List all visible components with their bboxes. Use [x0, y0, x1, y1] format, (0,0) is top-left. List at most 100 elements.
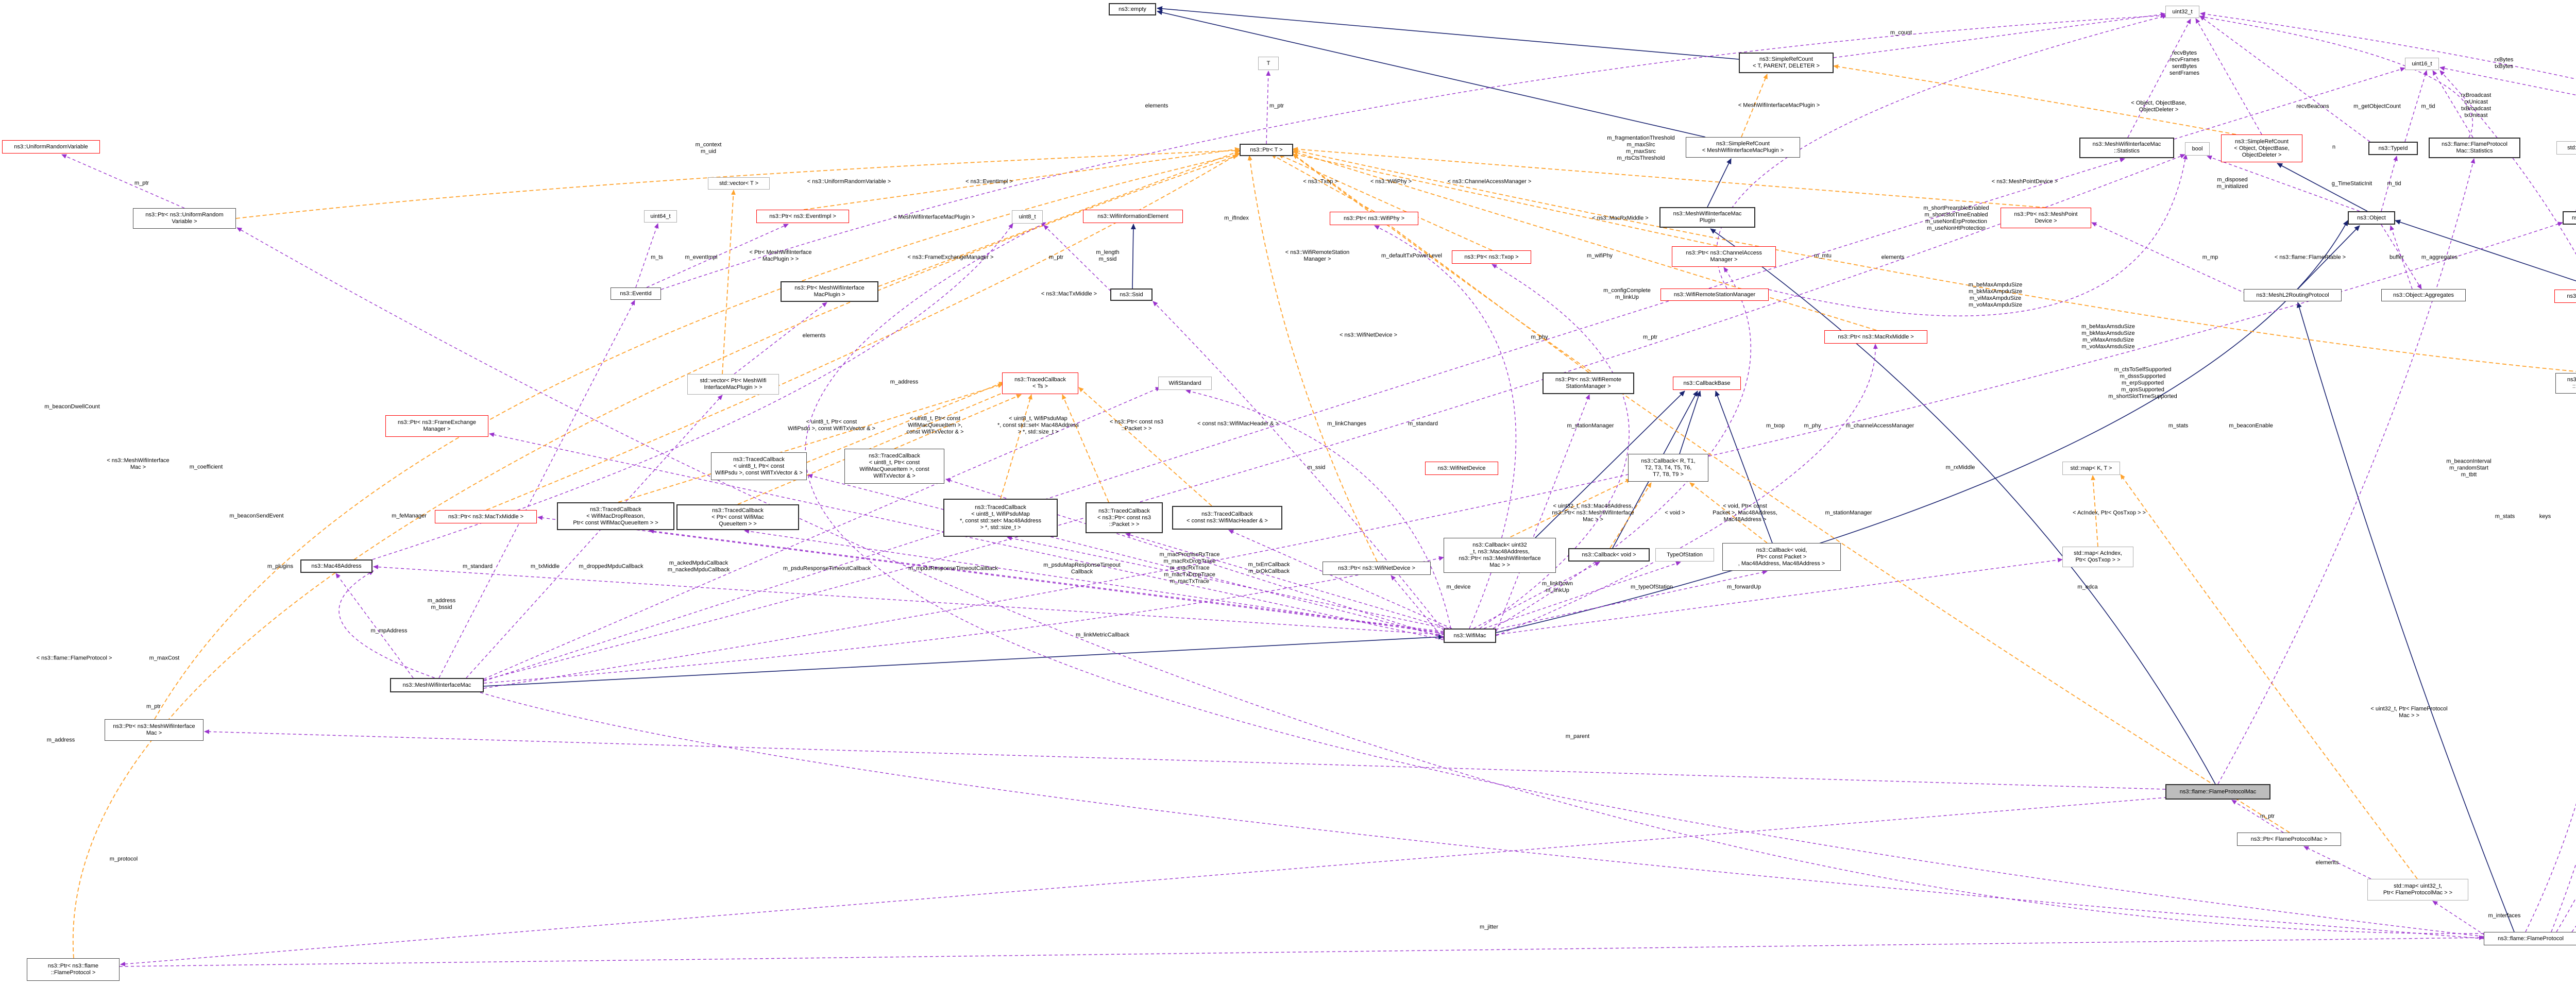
edge-label-line: m_beaconSendEvent — [229, 513, 284, 519]
class-node-label: Ptr< QosTxop > > — [2075, 557, 2121, 563]
edge-label-line: WifiPsdu >, const WifiTxVector & > — [788, 426, 875, 432]
class-node-mws[interactable]: ns3::MeshWifiInterfaceMac::Statistics — [2079, 138, 2174, 158]
class-node-label: T — [1266, 60, 1270, 66]
class-node-uint64[interactable]: uint64_t — [644, 210, 677, 223]
class-node-t[interactable]: T — [1258, 57, 1279, 70]
relation-edge-p — [2199, 15, 2473, 138]
class-node-empty[interactable]: ns3::empty — [1109, 3, 1156, 15]
relation-edge-b — [2395, 219, 2576, 282]
class-node-ptr-fp[interactable]: ns3::Ptr< ns3::flame::FlameProtocol > — [27, 958, 120, 981]
edge-label: m_stationManager — [1825, 510, 1872, 517]
edge-label-line: m_txOkCallback — [1248, 568, 1290, 574]
class-node-label: std::vector< Ptr< MeshWifi — [700, 378, 767, 384]
edge-label: m_stats — [2495, 514, 2515, 520]
edge-label-line: m_shortPreambleEnabled — [1923, 205, 1989, 211]
class-node-ptr-eventimpl[interactable]: ns3::Ptr< ns3::EventImpl > — [756, 210, 849, 223]
edge-label-line: txUnicast — [2464, 112, 2488, 118]
class-node-fp[interactable]: ns3::flame::FlameProtocol — [2484, 932, 2576, 945]
class-node-tc-drop[interactable]: ns3::TracedCallback< WifiMacDropReason,P… — [557, 502, 674, 530]
class-node-cbbase[interactable]: ns3::CallbackBase — [1673, 377, 1741, 390]
class-node-label: MacPlugin > — [814, 292, 845, 298]
class-node-time[interactable]: ns3::Time — [2563, 211, 2576, 225]
class-node-ptr-fpm[interactable]: ns3::Ptr< FlameProtocolMac > — [2237, 833, 2341, 846]
class-node-wrsm[interactable]: ns3::WifiRemoteStationManager — [1660, 288, 1769, 301]
class-node-src-mwimp[interactable]: ns3::SimpleRefCount< MeshWifiInterfaceMa… — [1686, 137, 1800, 158]
class-node-cb-u32[interactable]: ns3::Callback< uint32_t, ns3::Mac48Addre… — [1444, 538, 1556, 573]
edge-label-line: m_device — [1446, 584, 1471, 590]
class-node-label: Ptr< const WifiMacQueueItem > > — [573, 519, 658, 526]
class-node-mac48[interactable]: ns3::Mac48Address — [300, 559, 372, 573]
class-node-bool[interactable]: bool — [2185, 142, 2210, 156]
class-node-tc-hdr[interactable]: ns3::TracedCallback< const ns3::WifiMacH… — [1172, 506, 1282, 530]
class-node-ptr-frt[interactable]: ns3::Ptr< ns3::flame::FlameRtable > — [2555, 373, 2576, 394]
edge-label-line: m_viMaxAmpduSize — [1969, 295, 2022, 301]
class-node-label: ns3::TypeId — [2378, 145, 2408, 151]
class-node-frtable[interactable]: ns3::flame::FlameRtable — [2554, 290, 2576, 303]
class-node-wie[interactable]: ns3::WifiInformationElement — [1083, 210, 1183, 223]
class-node-urv[interactable]: ns3::UniformRandomVariable — [2, 140, 100, 154]
class-node-typeid[interactable]: ns3::TypeId — [2368, 142, 2418, 155]
class-node-map-kt[interactable]: std::map< K, T > — [2062, 462, 2120, 475]
class-node-ptr-mrm[interactable]: ns3::Ptr< ns3::MacRxMiddle > — [1824, 330, 1927, 344]
class-node-ptr-wnd[interactable]: ns3::Ptr< ns3::WifiNetDevice > — [1323, 562, 1431, 575]
class-node-mwim[interactable]: ns3::MeshWifiInterfaceMac — [390, 678, 484, 692]
class-node-src-t[interactable]: ns3::SimpleRefCount< T, PARENT, DELETER … — [1739, 53, 1834, 73]
class-node-ptr-wifiphy[interactable]: ns3::Ptr< ns3::WifiPhy > — [1330, 212, 1418, 225]
class-node-oagg[interactable]: ns3::Object::Aggregates — [2381, 289, 2466, 301]
class-node-label: ns3::Ptr< ns3::flame — [2567, 377, 2576, 383]
class-node-uint16[interactable]: uint16_t — [2405, 58, 2439, 70]
edge-label-line: > *, std::size_t > — [1018, 429, 1059, 435]
class-node-tos[interactable]: TypeOfStation — [1655, 548, 1714, 562]
class-node-tc-pkt[interactable]: ns3::TracedCallback< ns3::Ptr< const ns3… — [1086, 502, 1163, 533]
class-node-ptr-t[interactable]: ns3::Ptr< T > — [1240, 144, 1293, 156]
class-node-tc-ts[interactable]: ns3::TracedCallback< Ts > — [1002, 372, 1078, 394]
class-node-label: ns3::MeshWifiInterfaceMac — [1673, 211, 1742, 217]
edge-label-line: Packet >, Mac48Address, — [1713, 510, 1777, 516]
class-node-ssid[interactable]: ns3::Ssid — [1110, 288, 1153, 301]
class-node-map-u32[interactable]: std::map< uint32_t,Ptr< FlameProtocolMac… — [2367, 879, 2468, 901]
class-node-wifistd[interactable]: WifiStandard — [1158, 377, 1212, 390]
class-node-src-obj[interactable]: ns3::SimpleRefCount< Object, ObjectBase,… — [2221, 134, 2302, 162]
class-node-label: ns3::MeshL2RoutingProtocol — [2256, 292, 2329, 298]
class-node-map-ac[interactable]: std::map< AcIndex,Ptr< QosTxop > > — [2062, 547, 2133, 567]
class-node-cb-vpm[interactable]: ns3::Callback< void,Ptr< const Packet >,… — [1722, 543, 1841, 571]
class-node-ptr-mtm[interactable]: ns3::Ptr< ns3::MacTxMiddle > — [435, 510, 537, 523]
class-node-object[interactable]: ns3::Object — [2348, 211, 2395, 225]
class-node-wnd[interactable]: ns3::WifiNetDevice — [1425, 462, 1498, 475]
class-node-eventid[interactable]: ns3::EventId — [611, 287, 661, 300]
edge-label-line: < uint8_t, WifiPsduMap — [1009, 415, 1067, 422]
edge-label: m_plugins — [267, 564, 293, 570]
class-node-cb-void[interactable]: ns3::Callback< void > — [1568, 548, 1650, 562]
edge-label-line: g_TimeStaticInit — [2331, 180, 2372, 187]
class-node-set-k[interactable]: std::set< K > — [2556, 141, 2576, 155]
class-node-fpm[interactable]: ns3::flame::FlameProtocolMac — [2165, 784, 2270, 800]
class-node-ptr-txop[interactable]: ns3::Ptr< ns3::Txop > — [1452, 250, 1531, 264]
edge-label-line: m_initialized — [2216, 183, 2248, 190]
class-node-uint8[interactable]: uint8_t — [1012, 210, 1043, 224]
class-node-tc-psdu[interactable]: ns3::TracedCallback< uint8_t, Ptr< const… — [711, 452, 807, 480]
relation-edge-p — [2207, 155, 2360, 212]
edge-label-line: rxBroadcast — [2461, 92, 2492, 98]
class-node-uint32[interactable]: uint32_t — [2165, 6, 2199, 18]
class-node-tc-qitem[interactable]: ns3::TracedCallback< uint8_t, Ptr< const… — [844, 449, 944, 484]
class-node-ml2rp[interactable]: ns3::MeshL2RoutingProtocol — [2244, 289, 2342, 301]
class-node-tc-psdumap[interactable]: ns3::TracedCallback< uint8_t, WifiPsduMa… — [943, 499, 1058, 537]
relation-edge-b — [1715, 390, 1773, 544]
class-node-wifimac[interactable]: ns3::WifiMac — [1444, 629, 1496, 643]
class-node-label: ns3::flame::FlameProtocol — [2442, 141, 2507, 147]
class-node-vector-t[interactable]: std::vector< T > — [708, 177, 770, 190]
class-node-cb-rt[interactable]: ns3::Callback< R, T1,T2, T3, T4, T5, T6,… — [1628, 454, 1708, 482]
